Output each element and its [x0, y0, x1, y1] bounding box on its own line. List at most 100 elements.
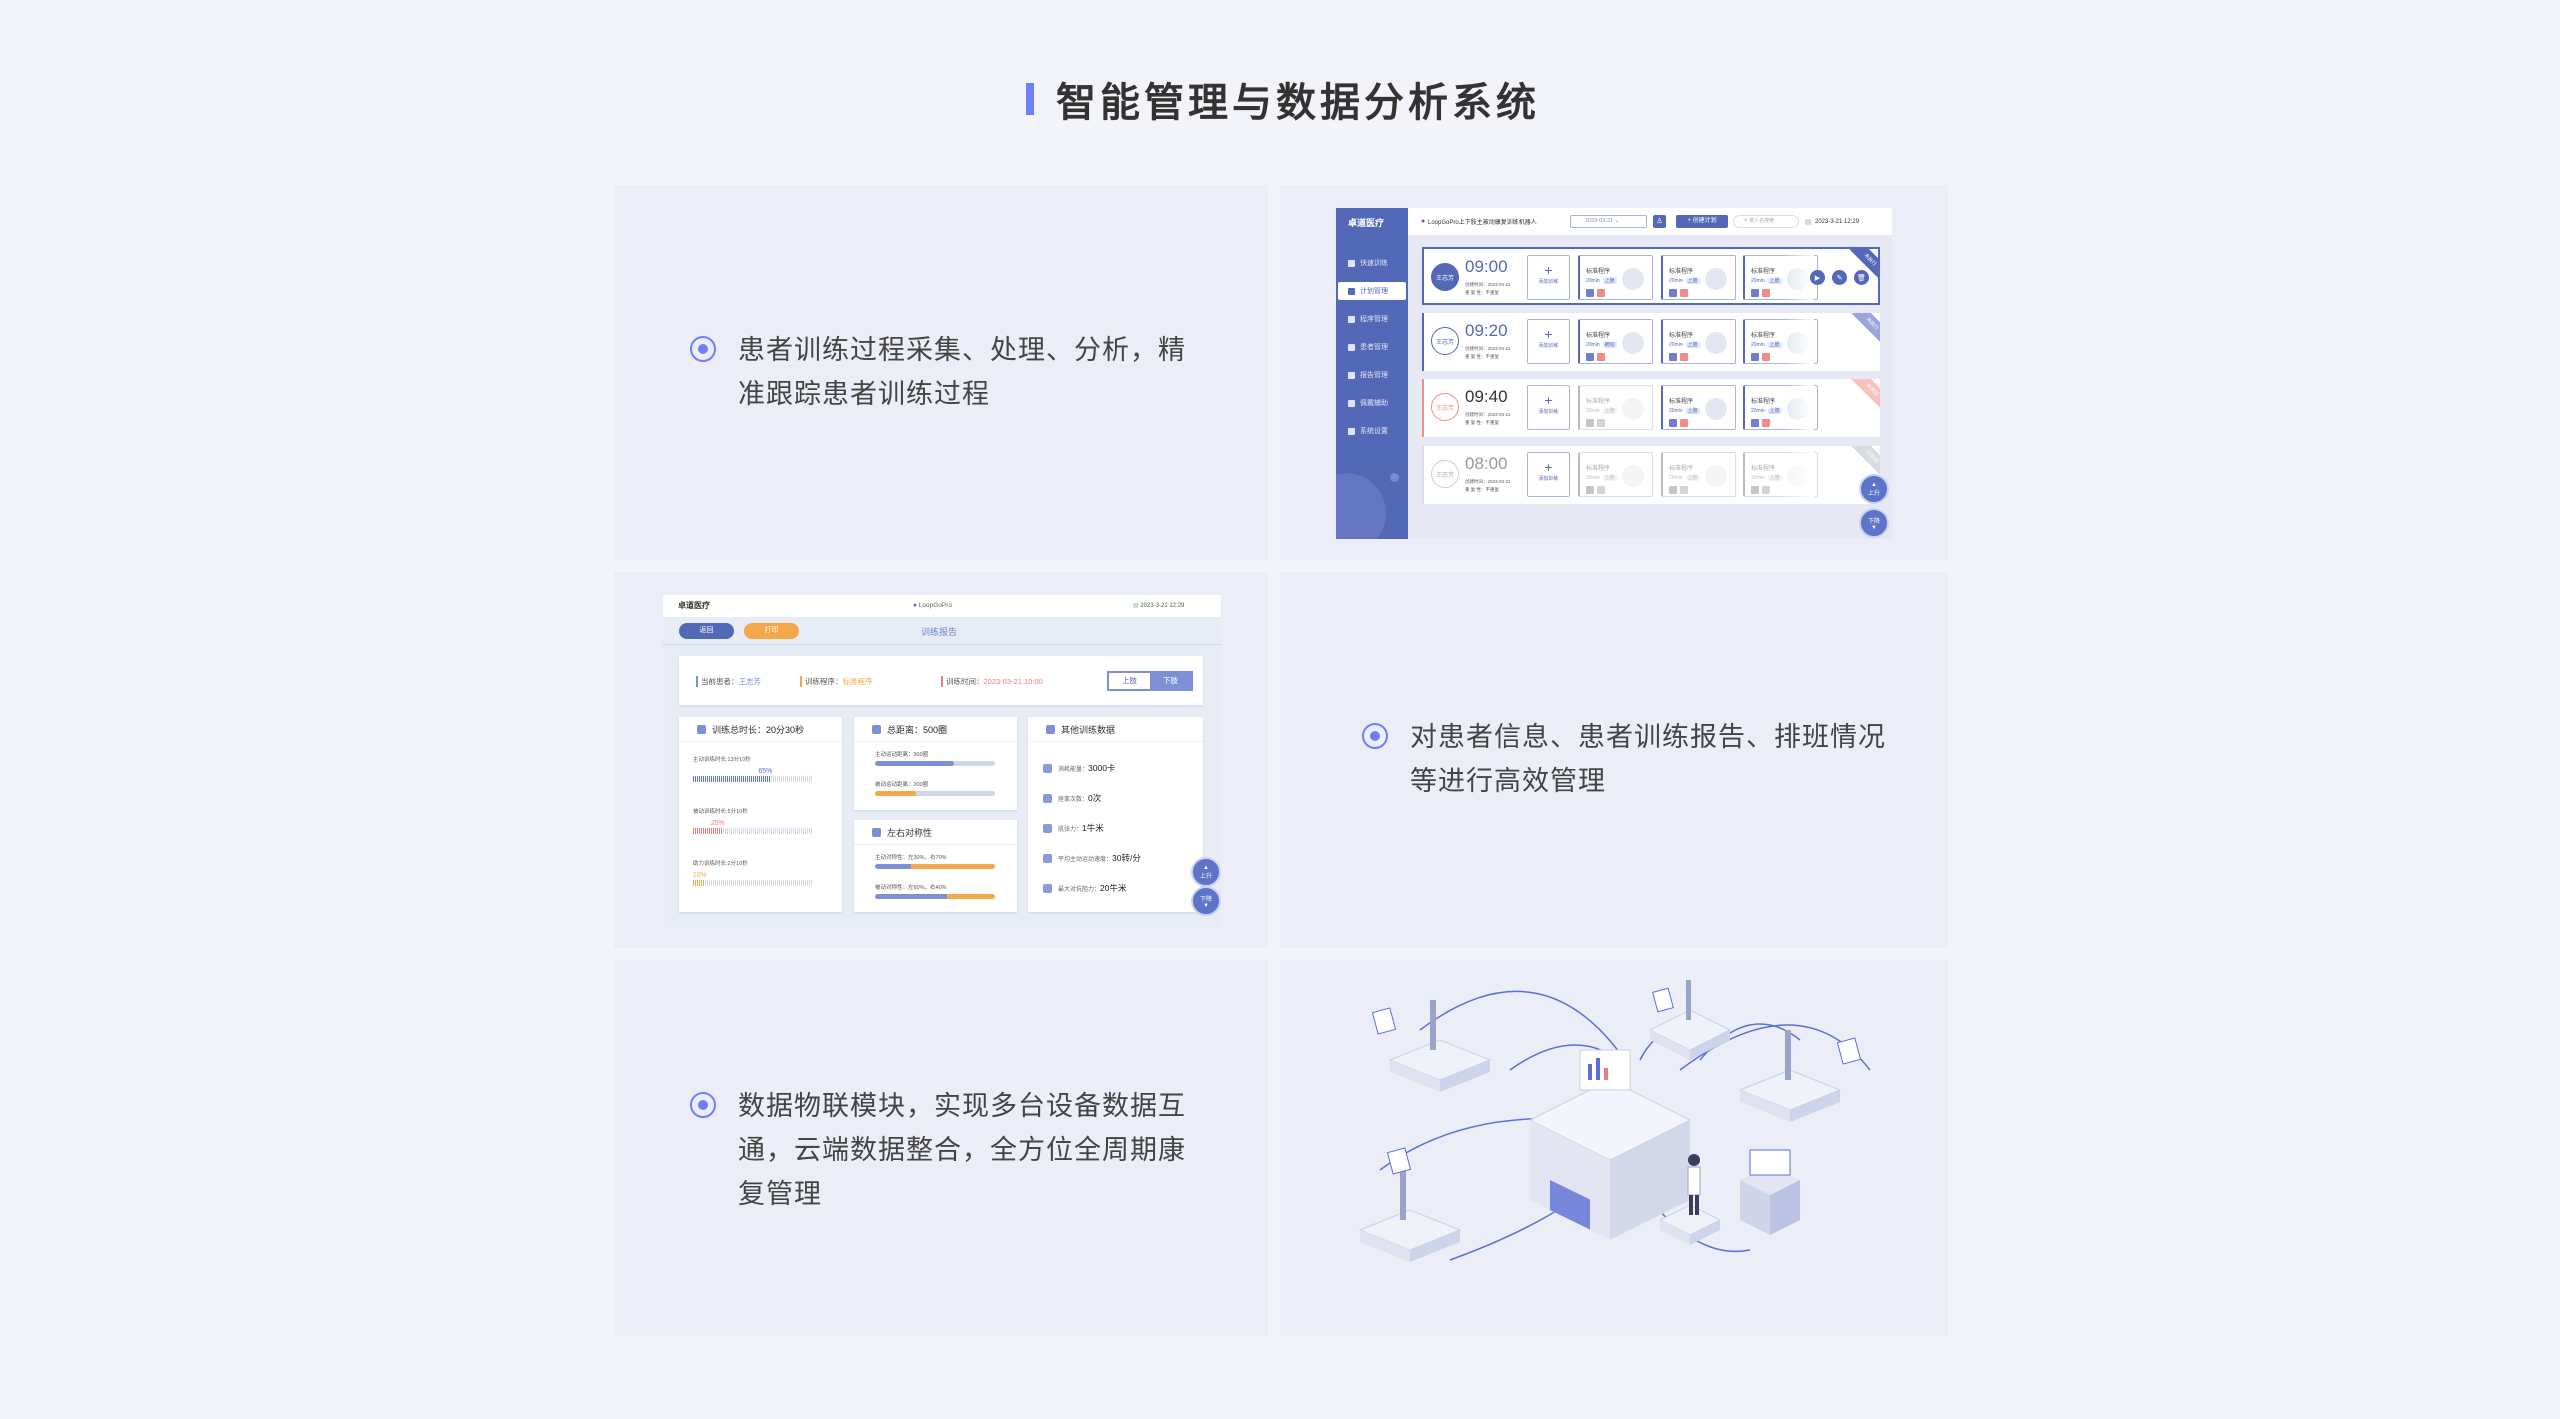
- up-button[interactable]: ▲上升: [1191, 857, 1221, 887]
- delete-icon[interactable]: [1680, 353, 1688, 361]
- sidebar-item[interactable]: 程序管理: [1338, 310, 1406, 328]
- symmetry-item-label: 主动对称性：左30%，右70%: [875, 855, 947, 861]
- delete-icon[interactable]: [1762, 289, 1770, 297]
- duration-value: 20min: [1586, 342, 1600, 348]
- edit-icon[interactable]: [1751, 419, 1759, 427]
- status-dot-icon: ●: [913, 602, 919, 609]
- repeat-setting: 重 复 性：不重复: [1465, 420, 1499, 425]
- program-tag: 上肢: [1602, 408, 1617, 414]
- repeat-setting: 重 复 性：不重复: [1465, 487, 1499, 492]
- program-tag: 上肢: [1685, 408, 1700, 414]
- delete-icon[interactable]: [1680, 419, 1688, 427]
- duration-value: 20min: [1669, 342, 1683, 348]
- delete-icon[interactable]: [1680, 486, 1688, 494]
- app-name: LoopGoPro: [918, 602, 952, 609]
- created-time: 创建时间：2023-03-21: [1465, 346, 1511, 351]
- grid-icon: [1046, 724, 1055, 734]
- up-label: 上升: [1867, 490, 1880, 497]
- delete-icon[interactable]: [1597, 419, 1605, 427]
- tab-lower-limb[interactable]: 下肢: [1163, 676, 1178, 685]
- menu-icon: [1348, 287, 1355, 295]
- edit-icon[interactable]: [1586, 353, 1594, 361]
- sidebar-item[interactable]: 系统设置: [1338, 422, 1406, 440]
- other-data-label: 最大对抗阻力：: [1058, 886, 1101, 893]
- date-picker[interactable]: 2023-03-21 ⌄: [1570, 215, 1647, 228]
- edit-icon[interactable]: ✎: [1832, 270, 1847, 285]
- app-title: LoopGoPro上下肢主被动康复训练机器人: [1428, 220, 1537, 226]
- edit-icon[interactable]: [1751, 289, 1759, 297]
- edit-icon[interactable]: [1669, 486, 1677, 494]
- down-button[interactable]: 下降▼: [1191, 886, 1221, 916]
- print-button[interactable]: 打印: [744, 623, 799, 639]
- add-training-button[interactable]: +添加训练: [1527, 319, 1570, 364]
- edit-icon[interactable]: [1669, 289, 1677, 297]
- logo: 卓道医疗: [678, 601, 710, 610]
- down-button[interactable]: 下降▼: [1859, 508, 1889, 538]
- sidebar-item[interactable]: 患者管理: [1338, 338, 1406, 356]
- edit-icon[interactable]: [1751, 486, 1759, 494]
- sidebar-item[interactable]: 快速训练: [1338, 254, 1406, 272]
- robot-icon: [1622, 465, 1644, 487]
- trash-icon[interactable]: 🗑: [1854, 270, 1869, 285]
- down-label: 下降: [1867, 518, 1880, 525]
- add-training-button[interactable]: +添加训练: [1527, 255, 1570, 300]
- feature-1: 患者训练过程采集、处理、分析，精准跟踪患者训练过程: [690, 328, 1210, 416]
- back-button[interactable]: 返回: [679, 623, 734, 639]
- delete-icon[interactable]: [1762, 419, 1770, 427]
- delete-icon[interactable]: [1597, 353, 1605, 361]
- sidebar-item[interactable]: 计划管理: [1338, 282, 1406, 300]
- duration-percent: 10%: [692, 872, 707, 879]
- edit-icon[interactable]: [1586, 419, 1594, 427]
- sidebar-item[interactable]: 报告管理: [1338, 366, 1406, 384]
- patient-value: 王志芳: [738, 677, 762, 686]
- device-platforms: [1358, 980, 1842, 1262]
- add-training-button[interactable]: +添加训练: [1527, 452, 1570, 497]
- edit-icon[interactable]: [1586, 289, 1594, 297]
- edit-icon[interactable]: [1586, 486, 1594, 494]
- panel-feature-1: [614, 185, 1268, 560]
- plus-icon: +: [1544, 459, 1553, 475]
- edit-icon[interactable]: [1669, 353, 1677, 361]
- feature-text: 数据物联模块，实现多台设备数据互通，云端数据整合，全方位全周期康复管理: [738, 1091, 1186, 1209]
- add-training-button[interactable]: +添加训练: [1527, 385, 1570, 430]
- sidebar-item[interactable]: 佩戴辅助: [1338, 394, 1406, 412]
- delete-icon[interactable]: [1597, 486, 1605, 494]
- menu-icon: [1348, 427, 1355, 435]
- edit-icon[interactable]: [1751, 353, 1759, 361]
- search-input[interactable]: ⚲ 按人名搜索: [1733, 215, 1799, 228]
- delete-icon[interactable]: [1680, 289, 1688, 297]
- edit-icon[interactable]: [1669, 419, 1677, 427]
- sidebar-item-label: 计划管理: [1360, 288, 1388, 295]
- patient-avatar: 王志芳: [1431, 263, 1459, 291]
- user-icon[interactable]: ♙: [1653, 215, 1666, 228]
- patient-avatar: 王志芳: [1431, 393, 1459, 421]
- time-value: 2023-03-21 10:00: [983, 677, 1043, 686]
- delete-icon[interactable]: [1762, 353, 1770, 361]
- duration-value: 20min: [1751, 408, 1765, 414]
- delete-icon[interactable]: [1597, 289, 1605, 297]
- delete-icon[interactable]: [1762, 486, 1770, 494]
- play-icon[interactable]: ▶: [1810, 270, 1825, 285]
- tab-upper-limb[interactable]: 上肢: [1109, 673, 1150, 689]
- robot-icon: [1622, 268, 1644, 290]
- program-tag: 上肢: [1767, 475, 1782, 481]
- add-training-label: 添加训练: [1538, 409, 1559, 415]
- up-button[interactable]: ▲上升: [1859, 474, 1889, 504]
- sidebar: 卓道医疗 快速训练计划管理程序管理患者管理报告管理佩戴辅助系统设置: [1336, 208, 1408, 539]
- create-plan-button[interactable]: + 创建计划: [1676, 215, 1728, 228]
